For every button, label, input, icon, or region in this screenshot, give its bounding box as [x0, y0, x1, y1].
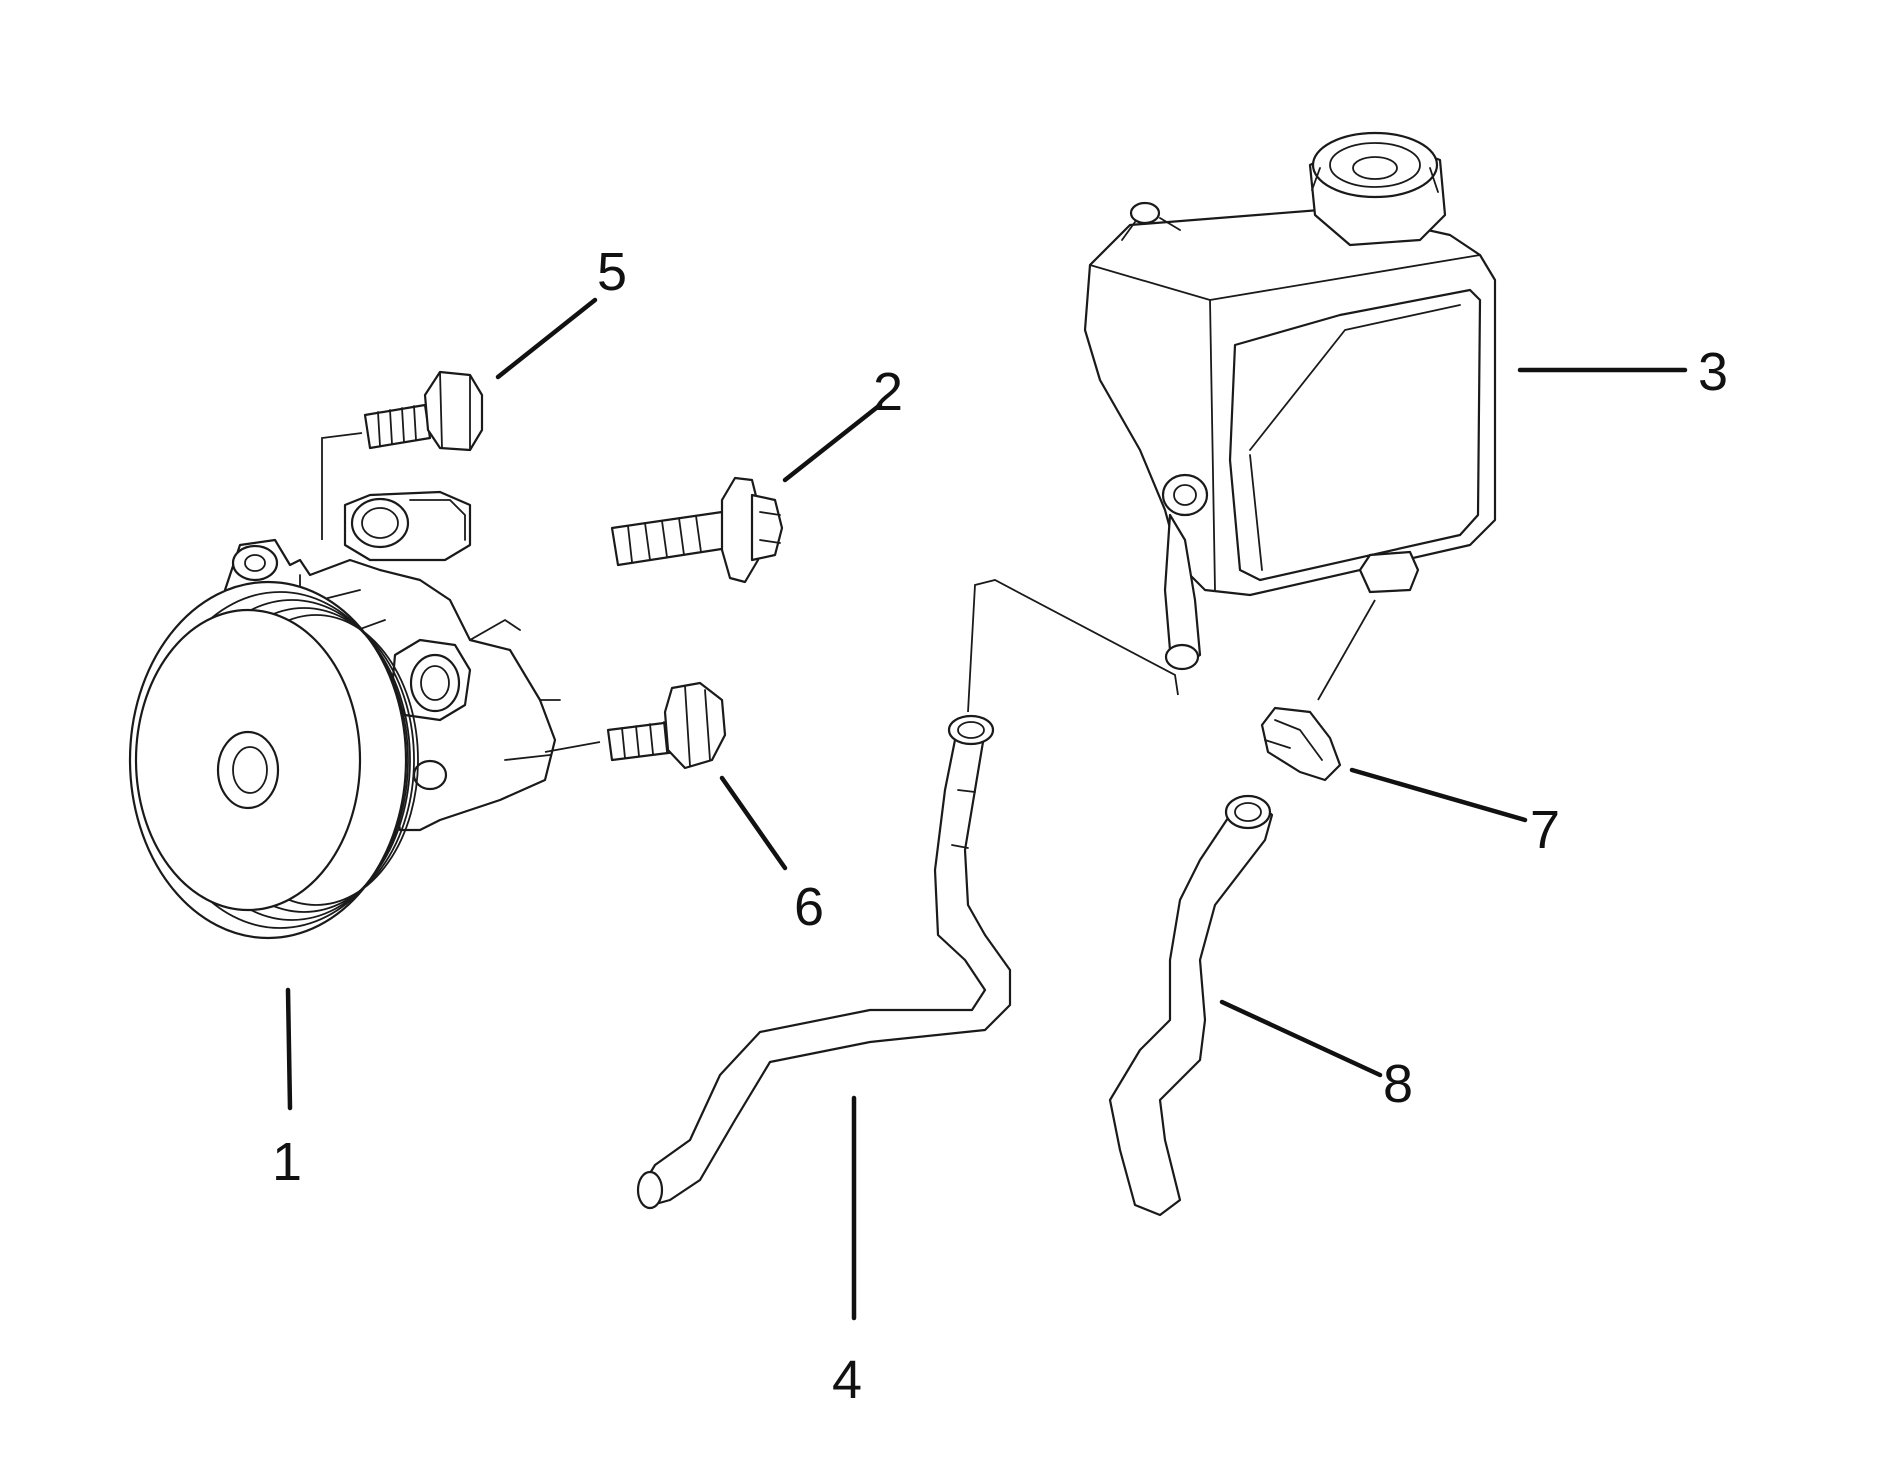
leader-5	[495, 297, 598, 380]
callout-7: 7	[1530, 800, 1560, 860]
bolt-5-guide-line	[321, 432, 363, 540]
fluid-reservoir	[1083, 131, 1497, 671]
hose-clamp-7	[1260, 706, 1342, 782]
leader-7	[1349, 767, 1528, 823]
callout-8: 8	[1383, 1054, 1413, 1114]
hose-4-guide-line	[967, 579, 1179, 713]
bolt-6	[606, 681, 727, 770]
hose-4	[636, 714, 1012, 1210]
leader-1	[285, 987, 293, 1111]
clamp-guide-line	[1317, 599, 1376, 701]
leader-2	[782, 402, 883, 483]
hose-8	[1108, 794, 1274, 1217]
callout-4: 4	[832, 1350, 862, 1410]
callout-5: 5	[597, 242, 627, 302]
leader-6	[719, 775, 788, 871]
callout-6: 6	[794, 877, 824, 937]
bolt-2	[610, 476, 784, 584]
bolt-6-guide-line	[544, 741, 601, 753]
callout-3: 3	[1698, 342, 1728, 402]
leader-8	[1219, 999, 1383, 1078]
callout-2: 2	[873, 362, 903, 422]
callout-1: 1	[272, 1132, 302, 1192]
power-steering-pump	[128, 490, 561, 940]
bolt-5	[363, 370, 484, 452]
